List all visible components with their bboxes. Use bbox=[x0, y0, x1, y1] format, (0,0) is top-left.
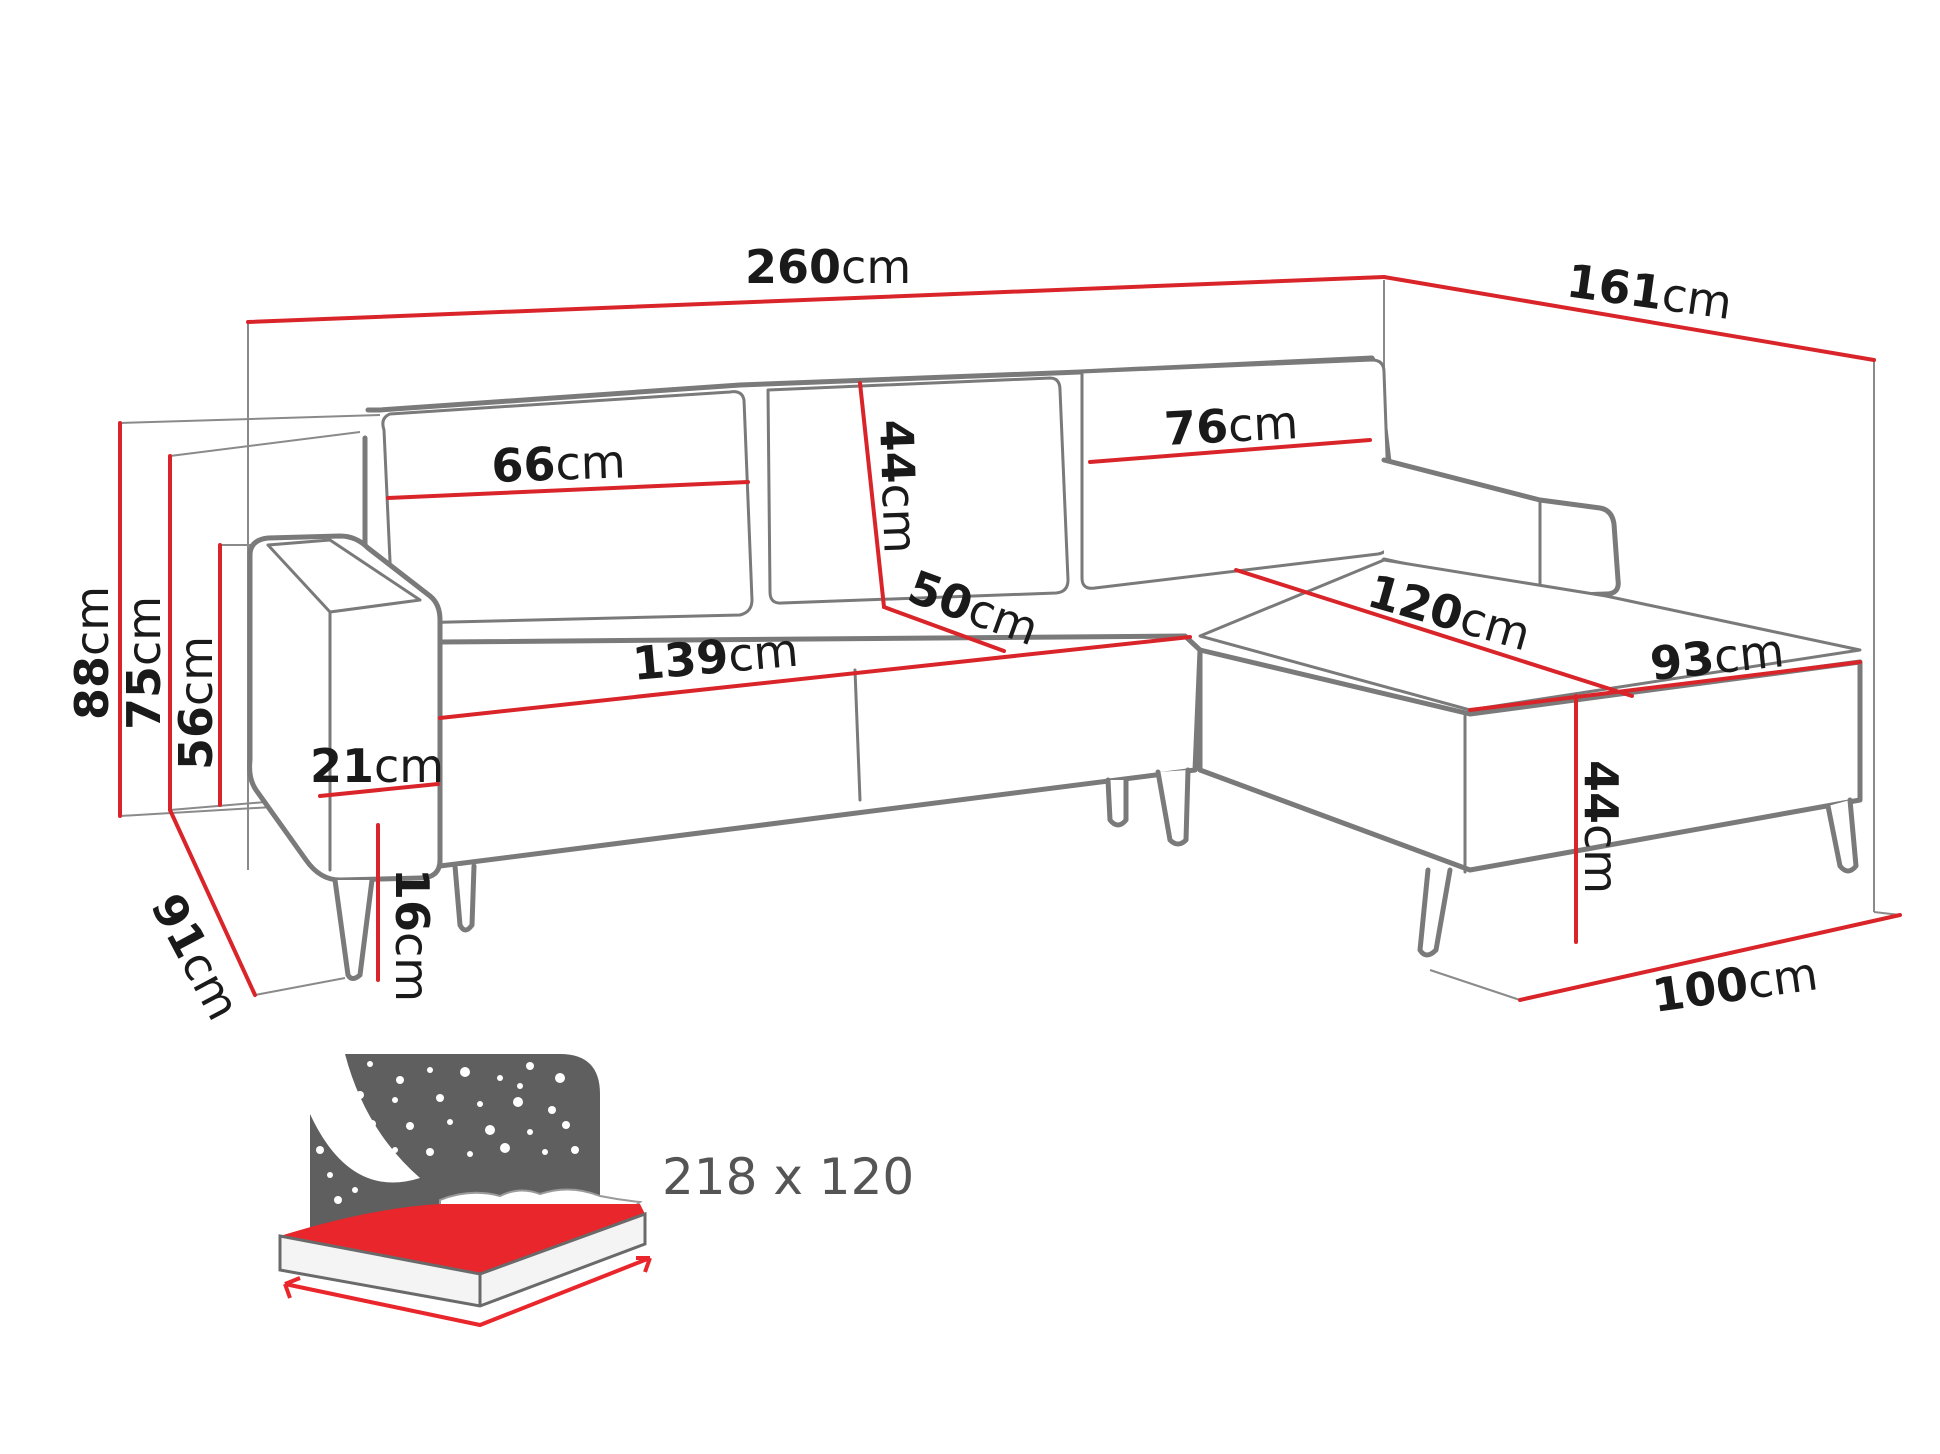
sleeping-area-label: 218 x 120 bbox=[662, 1148, 914, 1206]
label-back-height: 75cm bbox=[117, 596, 171, 730]
label-chaise-seat-width: 93cm bbox=[1648, 623, 1787, 691]
label-armrest-height: 56cm bbox=[169, 636, 223, 770]
dimension-lines bbox=[118, 275, 1902, 1002]
label-total-height: 88cm bbox=[65, 586, 119, 720]
label-chaise-length: 161cm bbox=[1563, 253, 1735, 330]
label-cushion-height: 44cm bbox=[869, 418, 928, 554]
label-chaise-width: 100cm bbox=[1649, 946, 1821, 1023]
label-armrest-width: 21cm bbox=[310, 739, 444, 793]
label-seat-width: 139cm bbox=[630, 623, 800, 691]
label-leg-height: 16cm bbox=[385, 868, 439, 1002]
label-total-width: 260cm bbox=[745, 240, 911, 294]
label-seat-height: 44cm bbox=[1574, 760, 1628, 894]
label-total-depth: 91cm bbox=[140, 885, 251, 1029]
label-cushion-right-width: 76cm bbox=[1163, 395, 1300, 456]
bed-night-stars-icon bbox=[278, 1054, 652, 1328]
sofa-outline bbox=[247, 355, 1863, 981]
label-cushion-left-width: 66cm bbox=[490, 434, 626, 493]
